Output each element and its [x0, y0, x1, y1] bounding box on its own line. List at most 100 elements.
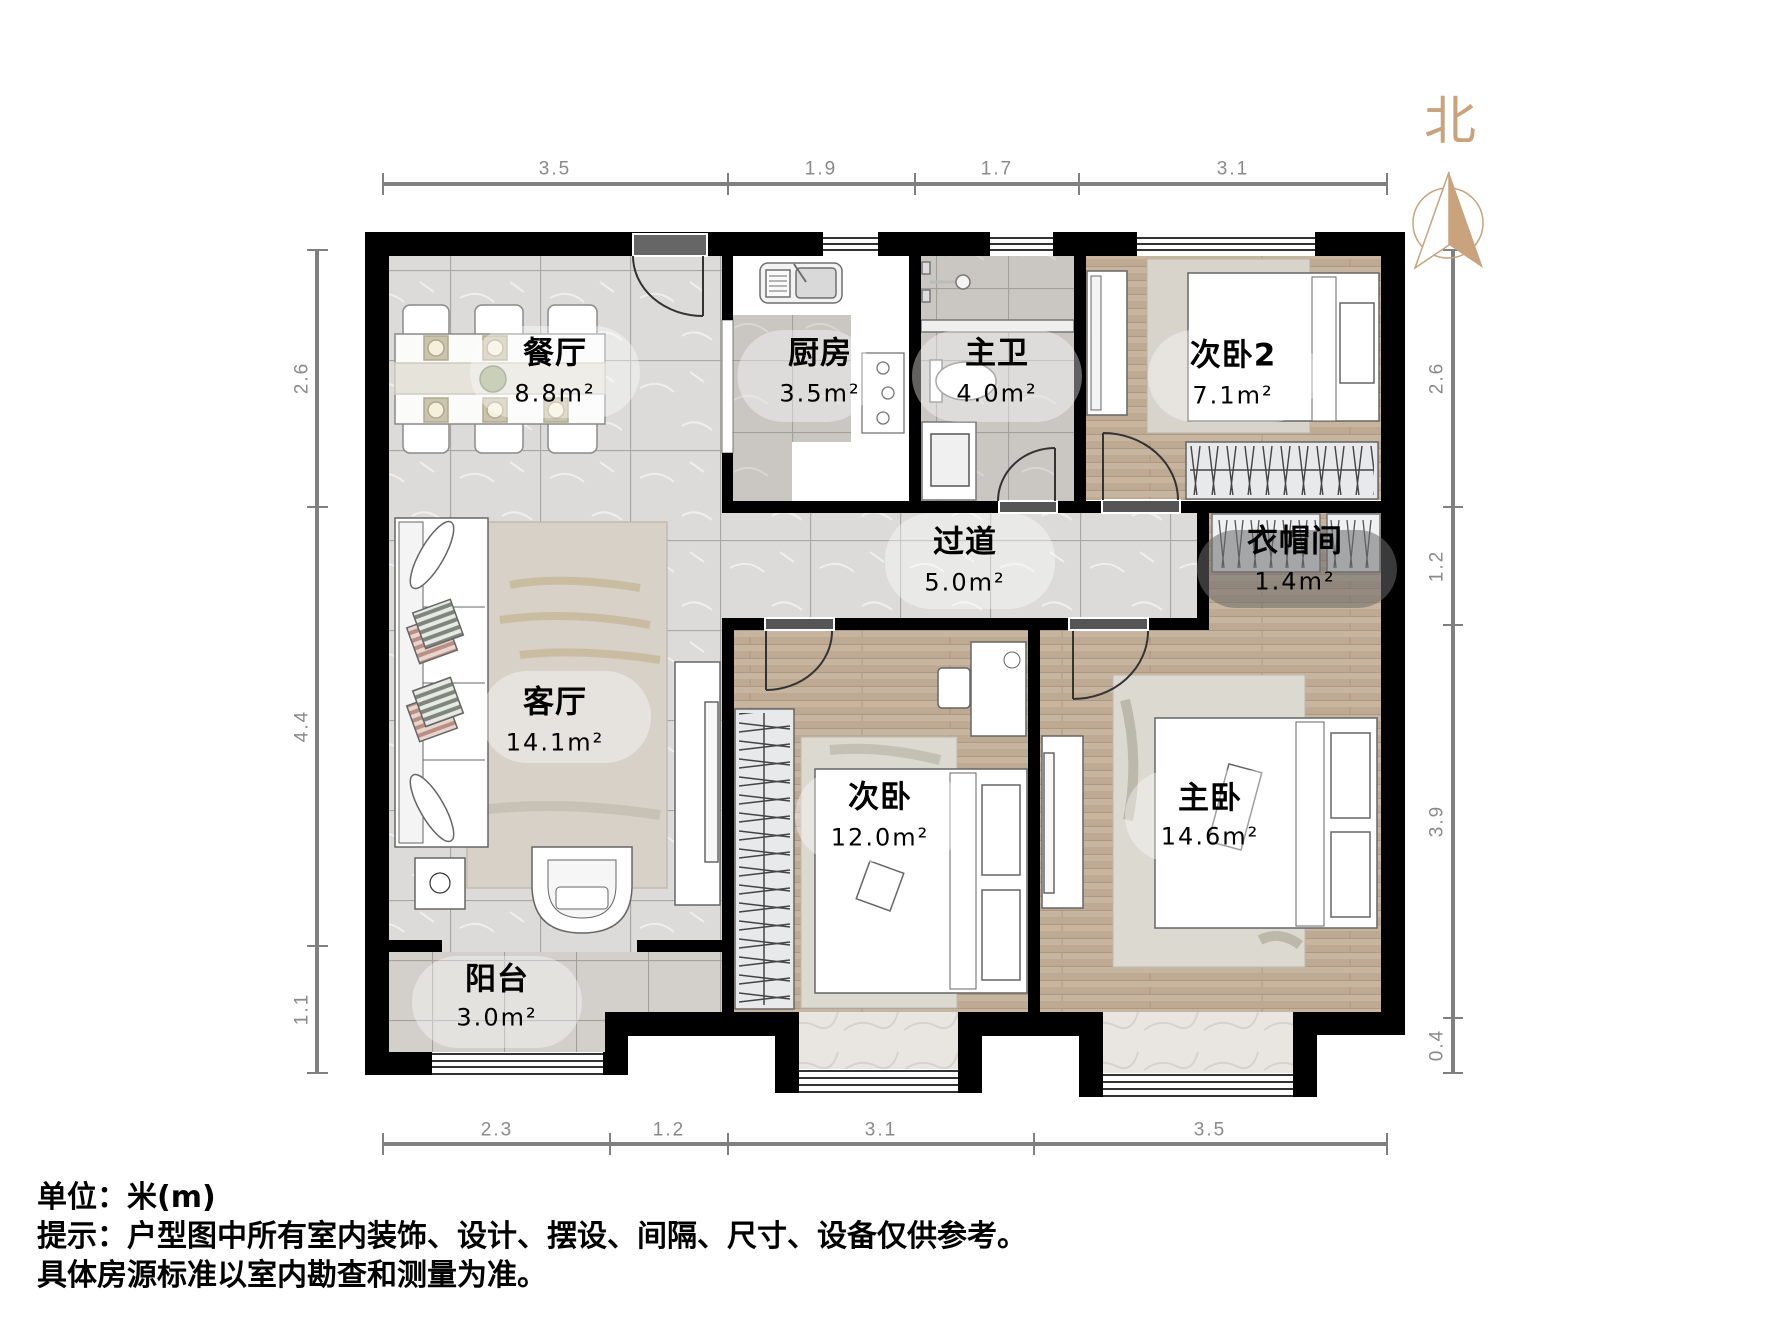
dimension-ticks	[382, 1133, 1388, 1155]
stove	[861, 352, 905, 434]
window-frame	[799, 1069, 958, 1093]
room-second-bedroom: 次卧 12.0m²	[830, 782, 930, 852]
room-name: 次卧2	[1189, 337, 1277, 374]
window-bedroom2	[1137, 232, 1315, 256]
room-area: 12.0m²	[830, 823, 930, 852]
room-closet: 衣帽间 1.4m²	[1247, 523, 1343, 594]
rug-pattern	[1120, 698, 1303, 950]
door-swing-arc	[1102, 432, 1179, 501]
bed-fold	[1311, 276, 1337, 422]
dimension-label-bottom: 3.1	[864, 1119, 898, 1141]
bed-fold	[1295, 721, 1325, 927]
window-bathroom	[990, 232, 1053, 256]
dimension-label-right: 0.4	[1426, 1028, 1448, 1062]
sink-basin	[795, 267, 837, 299]
wall-left	[365, 232, 389, 1075]
dimension-label-top: 3.1	[1216, 158, 1250, 180]
door-swing-arc	[765, 630, 833, 691]
dimension-label-bottom: 1.2	[652, 1119, 686, 1141]
label-pill-balcony	[412, 956, 582, 1048]
room-area: 3.0m²	[456, 1003, 538, 1032]
wall-bottom-2	[958, 1012, 1103, 1036]
wall-kitchen-left-upper	[722, 256, 733, 320]
dimension-label-top: 1.9	[804, 158, 838, 180]
room-area: 4.0m²	[956, 379, 1038, 408]
pillow	[981, 889, 1021, 981]
door-threshold	[764, 617, 835, 631]
room-bedroom2: 次卧2 7.1m²	[1189, 337, 1277, 410]
dimension-ticks	[1443, 249, 1463, 1074]
room-kitchen: 厨房 3.5m²	[779, 335, 861, 408]
dining-table-set	[394, 304, 606, 454]
dimension-label-bottom: 2.3	[480, 1119, 514, 1141]
label-pill-dining	[470, 326, 640, 418]
room-name: 客厅	[523, 684, 587, 721]
dimension-left	[307, 249, 328, 1074]
label-pill-living	[481, 671, 651, 763]
room-area: 14.1m²	[505, 728, 605, 757]
room-area: 7.1m²	[1192, 381, 1274, 410]
wall-bay-second-left	[775, 1012, 799, 1093]
north-arrow-icon	[1412, 171, 1484, 270]
bedroom2-furniture	[1086, 258, 1380, 500]
burner-icon	[881, 386, 895, 400]
dimension-label-right: 2.6	[1426, 361, 1448, 395]
room-area: 8.8m²	[514, 379, 596, 408]
door-swing-arc	[1072, 630, 1149, 700]
window-master-bay	[1103, 1073, 1293, 1097]
toilet-bowl	[935, 361, 997, 401]
room-name: 主卫	[964, 335, 1029, 372]
north-label: 北	[1424, 92, 1477, 152]
disclaimer-note: 提示：户型图中所有室内装饰、设计、摆设、间隔、尺寸、设备仅供参考。	[37, 1219, 1027, 1254]
windows	[432, 232, 1315, 1097]
bench-cushion	[1090, 275, 1102, 411]
flower-icon	[429, 872, 451, 894]
compass-arrow-right	[1449, 172, 1483, 268]
cushion-green	[411, 598, 465, 650]
room-master-bathroom: 主卫 4.0m²	[956, 335, 1038, 408]
door-swing-arc	[997, 447, 1056, 502]
pillow	[1330, 732, 1371, 819]
window-kitchen	[823, 232, 878, 256]
master-bedroom-furniture	[1041, 674, 1378, 968]
compass-arrow-left	[1413, 171, 1450, 270]
tv-icon	[1043, 752, 1055, 894]
room-name: 过道	[932, 524, 997, 561]
plate	[486, 339, 504, 357]
bed-fold	[949, 772, 977, 990]
desk	[970, 641, 1027, 737]
door-bedroom2	[1101, 432, 1181, 514]
sofa-pillow	[409, 520, 455, 590]
rug-pattern	[829, 743, 942, 765]
wall-bath-bedroom2	[1074, 256, 1086, 513]
dimension-ticks	[307, 249, 328, 1074]
room-master-bedroom: 主卧 14.6m²	[1160, 783, 1260, 851]
room-passage: 过道 5.0m²	[924, 524, 1005, 595]
door-threshold	[632, 233, 708, 257]
dimension-top	[382, 173, 1388, 195]
wall-top-row-bottom	[722, 501, 1405, 513]
window-lines	[1103, 1074, 1293, 1097]
room-name: 衣帽间	[1247, 523, 1343, 560]
floor-kitchen-tile	[733, 315, 851, 442]
room-area: 3.5m²	[779, 379, 861, 408]
burner-icon	[876, 361, 890, 375]
desk-chair	[937, 667, 971, 709]
room-name: 厨房	[787, 335, 852, 372]
stove-body	[861, 352, 905, 434]
floor-kitchen-tile-2	[733, 442, 792, 501]
door-swing-arc	[632, 255, 704, 317]
label-pill-second-bedroom	[795, 770, 965, 862]
door-second-bedroom	[764, 617, 835, 691]
footnotes: 单位：米(m) 提示：户型图中所有室内装饰、设计、摆设、间隔、尺寸、设备仅供参考…	[37, 1178, 1027, 1295]
plate	[427, 401, 445, 419]
plates	[423, 335, 569, 423]
window-lines	[823, 237, 878, 251]
dimension-label-top: 1.7	[980, 158, 1014, 180]
living-room-furniture	[394, 517, 721, 934]
room-area: 14.6m²	[1160, 822, 1260, 851]
rug-streak	[479, 801, 661, 820]
dimension-ticks	[382, 173, 1388, 195]
wall-balcony-partition-left	[389, 940, 442, 952]
